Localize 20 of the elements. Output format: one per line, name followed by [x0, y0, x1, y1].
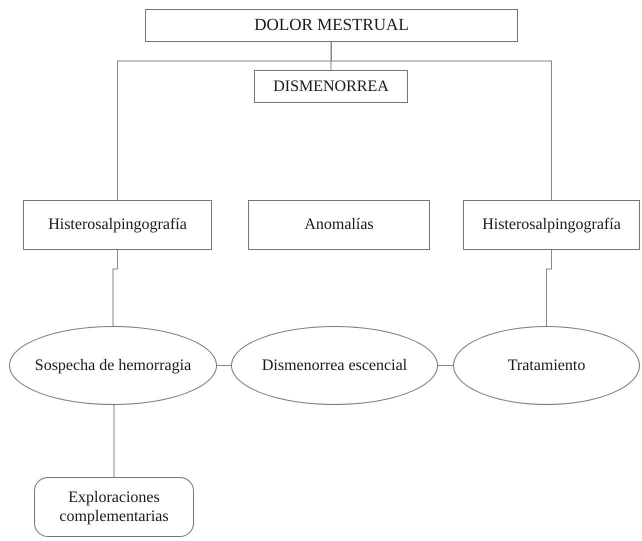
process-box: [463, 200, 640, 250]
process-box: [248, 200, 430, 250]
connector-line: [216, 365, 232, 366]
node-label: Sospecha de hemorragia: [34, 356, 192, 376]
rounded-box: [34, 477, 194, 537]
process-box: [23, 200, 212, 250]
node-label: Dismenorrea escencial: [262, 356, 408, 376]
node-label: Histerosalpingografía: [48, 215, 187, 235]
process-box: [145, 9, 518, 42]
process-box: [254, 70, 408, 103]
connector-line: [438, 365, 454, 366]
node-label: DISMENORREA: [273, 76, 389, 96]
node-label: Exploraciones complementarias: [58, 488, 170, 526]
node-label: Tratamiento: [508, 356, 586, 376]
node-label: Histerosalpingografía: [482, 215, 621, 235]
node-label: DOLOR MESTRUAL: [254, 15, 409, 36]
connector-line: [546, 250, 552, 326]
connector-line: [112, 250, 118, 326]
connector-line: [330, 42, 332, 70]
node-label: Anomalías: [304, 215, 374, 235]
